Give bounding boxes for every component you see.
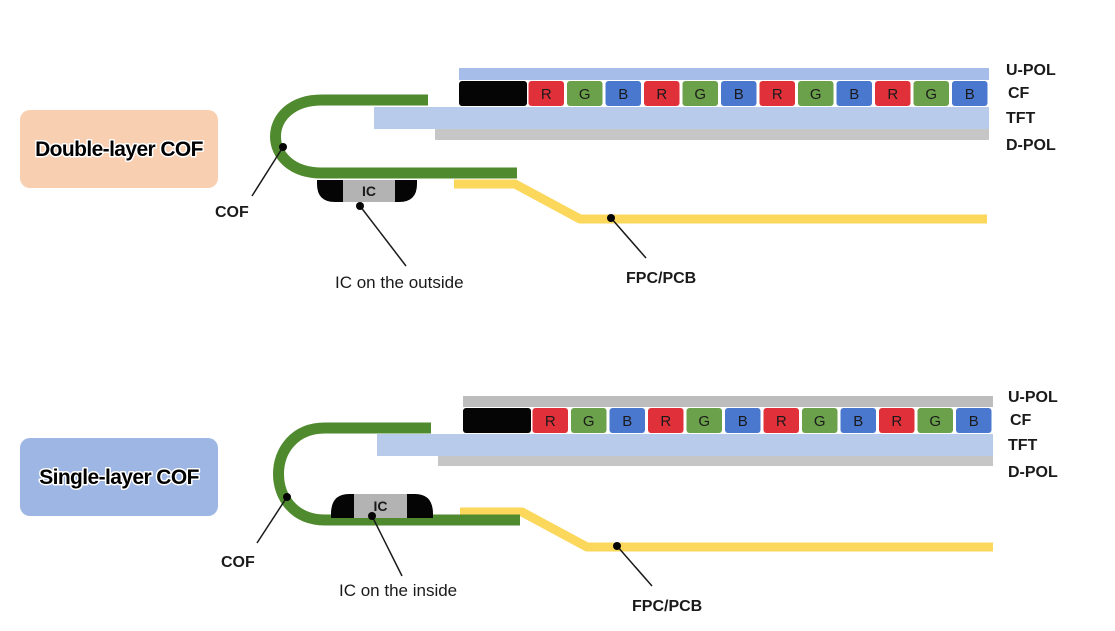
ic-caption-callout-label: IC on the outside	[335, 273, 464, 292]
ic-body	[354, 494, 407, 518]
color-filter-cell-label: B	[622, 413, 632, 430]
color-filter-cell-label: G	[929, 413, 941, 430]
color-filter-cell	[528, 81, 564, 106]
fpc-pcb-strip	[460, 507, 993, 552]
color-filter-cell-label: B	[965, 86, 975, 103]
layer-label-cf: CF	[1008, 85, 1030, 102]
layer-label-tft: TFT	[1008, 437, 1038, 454]
section-badge-label: Single-layer COF	[39, 466, 199, 489]
color-filter-cell	[567, 81, 603, 106]
color-filter-cell	[725, 408, 761, 433]
layer-label-upol: U-POL	[1008, 389, 1058, 406]
cof-flex	[273, 422, 520, 526]
fpc-leader-dot	[607, 214, 615, 222]
ic-caption-leader-line	[359, 205, 407, 267]
color-filter-cell	[836, 81, 872, 106]
color-filter-cell	[682, 81, 718, 106]
color-filter-cell-label: G	[579, 86, 591, 103]
color-filter-cell-label: R	[891, 413, 902, 430]
fpc-leader-line	[616, 545, 653, 587]
fpc-pcb-strip	[454, 179, 987, 224]
color-filter-cell-label: R	[541, 86, 552, 103]
color-filter-cell	[571, 408, 607, 433]
color-filter-cell	[759, 81, 795, 106]
ic-label: IC	[374, 498, 388, 514]
color-filter-cell-label: B	[853, 413, 863, 430]
section-double: Double-layer COF R G B R G B R G B R G B U-POL CF TFT D-…	[20, 62, 1056, 292]
d-pol-layer	[435, 129, 989, 140]
u-pol-layer	[459, 68, 989, 80]
color-filter-cell	[917, 408, 953, 433]
color-filter-cell-label: B	[969, 413, 979, 430]
color-filter-cell-label: G	[583, 413, 595, 430]
cof-leader-line	[256, 496, 288, 544]
ic-label: IC	[362, 183, 376, 199]
color-filter-cell	[605, 81, 641, 106]
u-pol-layer	[463, 396, 993, 407]
ic-caption-leader-dot	[368, 512, 376, 520]
cof-callout-label: COF	[221, 554, 255, 571]
color-filter-cell-label: B	[618, 86, 628, 103]
color-filter-cell	[840, 408, 876, 433]
layer-label-dpol: D-POL	[1008, 464, 1058, 481]
section-badge	[20, 438, 218, 516]
layer-label-tft: TFT	[1006, 110, 1036, 127]
tft-layer	[377, 434, 993, 456]
color-filter-cell	[721, 81, 757, 106]
fpc-leader-line	[610, 217, 647, 259]
black-matrix	[463, 408, 531, 433]
color-filter-cell-label: R	[887, 86, 898, 103]
cof-leader-line	[251, 146, 284, 197]
color-filter-cell	[956, 408, 992, 433]
ic-body	[343, 180, 395, 202]
section-single: Single-layer COF R G B R G B R G B R G B U-POL CF TFT D-…	[20, 389, 1058, 615]
color-filter-cell-label: G	[810, 86, 822, 103]
layer-label-cf: CF	[1010, 412, 1032, 429]
layer-label-dpol: D-POL	[1006, 137, 1056, 154]
color-filter-cell-label: R	[656, 86, 667, 103]
color-filter-cell-label: R	[660, 413, 671, 430]
fpc-leader-dot	[613, 542, 621, 550]
cof-callout-label: COF	[215, 204, 249, 221]
fpc-callout-label: FPC/PCB	[632, 598, 702, 615]
fpc-callout-label: FPC/PCB	[626, 270, 696, 287]
color-filter-cell	[532, 408, 568, 433]
color-filter-cell	[763, 408, 799, 433]
color-filter-cell-label: G	[925, 86, 937, 103]
color-filter-cell	[913, 81, 949, 106]
cof-leader-dot	[283, 493, 291, 501]
cof-flex	[270, 94, 517, 179]
tft-layer	[374, 107, 989, 129]
color-filter-cell	[802, 408, 838, 433]
color-filter-cell	[609, 408, 645, 433]
layer-label-upol: U-POL	[1006, 62, 1056, 79]
color-filter-cell-label: G	[694, 86, 706, 103]
ic-caption-callout-label: IC on the inside	[339, 581, 457, 600]
color-filter-cell-label: R	[776, 413, 787, 430]
section-badge-label: Double-layer COF	[35, 138, 204, 161]
color-filter-cell	[875, 81, 911, 106]
color-filter-cell-label: B	[738, 413, 748, 430]
color-filter-cell	[952, 81, 988, 106]
cof-leader-dot	[279, 143, 287, 151]
ic-caption-leader-line	[371, 515, 403, 577]
color-filter-cell	[648, 408, 684, 433]
color-filter-cell	[879, 408, 915, 433]
ic-caption-leader-dot	[356, 202, 364, 210]
color-filter-cell	[644, 81, 680, 106]
section-badge	[20, 110, 218, 188]
color-filter-cell-label: R	[772, 86, 783, 103]
color-filter-cell-label: G	[814, 413, 826, 430]
d-pol-layer	[438, 456, 993, 466]
color-filter-cell-label: B	[849, 86, 859, 103]
color-filter-cell-label: B	[734, 86, 744, 103]
black-matrix	[459, 81, 527, 106]
color-filter-cell-label: R	[545, 413, 556, 430]
color-filter-cell-label: G	[698, 413, 710, 430]
color-filter-cell	[686, 408, 722, 433]
color-filter-cell	[798, 81, 834, 106]
